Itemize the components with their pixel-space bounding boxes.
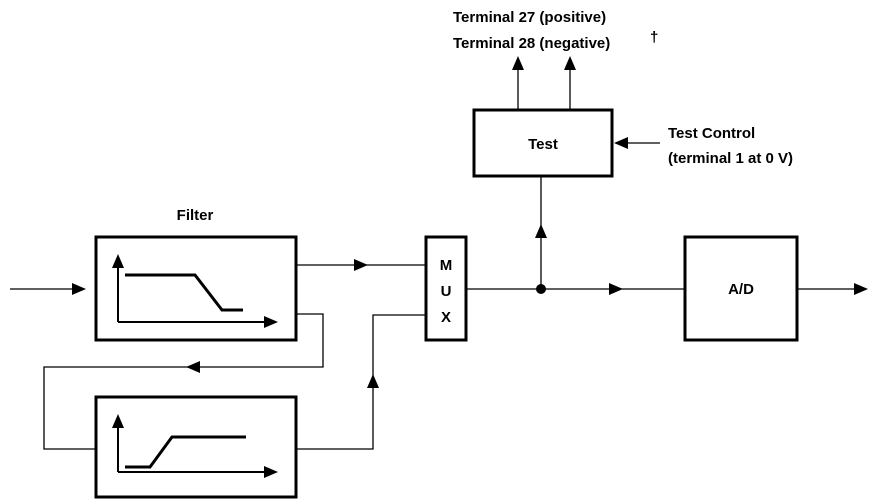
terminal-28-label: Terminal 28 (negative)	[453, 35, 610, 52]
adc-label: A/D	[728, 281, 754, 298]
filter-to-mux-wire	[296, 259, 426, 271]
mux-to-adc-wire	[466, 283, 685, 295]
test-control-input	[614, 137, 660, 149]
mux-letter-m: M	[440, 257, 453, 274]
dagger-mark: †	[650, 29, 658, 46]
lowpass-response-icon	[112, 254, 278, 328]
filter-label: Filter	[177, 207, 214, 224]
input-signal	[10, 283, 86, 295]
test-control-label: Test Control	[668, 125, 755, 142]
test-block-label: Test	[528, 136, 558, 153]
terminal-27-label: Terminal 27 (positive)	[453, 9, 606, 26]
highpass-filter-block	[94, 395, 298, 499]
junction-to-test-wire	[535, 176, 547, 289]
adc-output	[797, 283, 868, 295]
highpass-response-icon	[112, 414, 278, 478]
terminal-28-output	[564, 56, 576, 110]
lowpass-filter-block	[94, 235, 298, 342]
mux-letter-u: U	[441, 283, 452, 300]
mux-letter-x: X	[441, 309, 451, 326]
terminal-27-output	[512, 56, 524, 110]
mux-block: M U X	[424, 235, 468, 342]
highpass-to-mux-wire	[296, 314, 426, 450]
adc-block: A/D	[683, 235, 799, 342]
test-control-sublabel: (terminal 1 at 0 V)	[668, 150, 793, 167]
feedback-loop-wire	[43, 313, 324, 450]
test-block: Test	[472, 108, 614, 178]
